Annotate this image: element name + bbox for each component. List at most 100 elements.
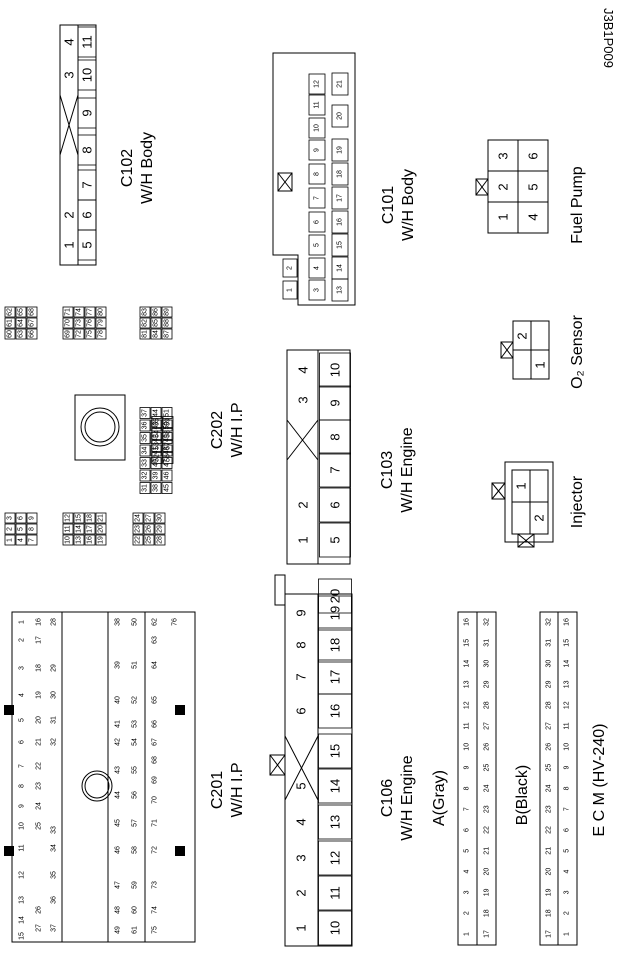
c202-pin: 83 xyxy=(139,306,151,318)
svg-text:7: 7 xyxy=(294,673,309,680)
svg-text:22: 22 xyxy=(546,826,553,834)
c202-pin: 40 xyxy=(150,457,162,469)
c202-pin: 53 xyxy=(151,440,163,452)
c201-pin: 10 xyxy=(19,822,26,830)
c201-pin: 60 xyxy=(132,906,139,914)
c201-pin: 39 xyxy=(115,661,122,669)
svg-text:52: 52 xyxy=(154,454,161,462)
svg-text:46: 46 xyxy=(164,472,171,480)
ecm-b-pin: 15 xyxy=(564,639,571,647)
c202-pin: 56 xyxy=(162,452,174,464)
svg-text:88: 88 xyxy=(164,319,171,327)
ecm-a-pin: 11 xyxy=(464,722,471,729)
svg-text:31: 31 xyxy=(484,639,491,647)
c106-pin: 3 xyxy=(294,854,309,861)
c106-pin: 5 xyxy=(294,782,309,789)
o2-sensor-pin: 2 xyxy=(515,332,530,339)
svg-text:25: 25 xyxy=(484,764,491,772)
svg-text:34: 34 xyxy=(51,844,58,852)
ecm-b-pin: 22 xyxy=(546,826,553,834)
c201-pin: 59 xyxy=(132,881,139,889)
svg-text:35: 35 xyxy=(51,871,58,879)
svg-text:82: 82 xyxy=(142,319,149,327)
ecm-b-pin: 11 xyxy=(564,722,571,729)
ecm-a-pin: 21 xyxy=(484,847,491,855)
svg-text:14: 14 xyxy=(76,525,83,533)
c201-pin: 52 xyxy=(132,696,139,704)
svg-text:9: 9 xyxy=(80,109,95,116)
svg-text:76: 76 xyxy=(172,618,179,626)
c102-pin: 6 xyxy=(77,199,97,231)
c202-pin: 33 xyxy=(139,457,151,469)
c201-pin: 19 xyxy=(36,691,43,699)
svg-text:27: 27 xyxy=(146,514,153,522)
svg-text:57: 57 xyxy=(132,819,139,827)
ecm-b-pin: 7 xyxy=(564,807,571,811)
svg-text:9: 9 xyxy=(19,804,26,808)
c202-pin: 13 xyxy=(73,534,85,546)
c202-pin: 74 xyxy=(73,306,85,318)
fuel-pump-pin: 5 xyxy=(526,183,541,190)
label-c103: C103 W/H Engine xyxy=(379,427,416,512)
c202-pin: 25 xyxy=(143,534,155,546)
c201-pin: 31 xyxy=(51,716,58,724)
ecm-b-pin: 32 xyxy=(546,618,553,626)
c201-pin: 53 xyxy=(132,720,139,728)
fuel-pump-pin: 6 xyxy=(526,152,541,159)
ecm-a-pin: 26 xyxy=(484,743,491,751)
svg-text:58: 58 xyxy=(132,846,139,854)
svg-text:4: 4 xyxy=(526,213,541,220)
svg-text:76: 76 xyxy=(87,319,94,327)
c202-pin: 9 xyxy=(26,512,38,524)
svg-text:53: 53 xyxy=(154,442,161,450)
svg-text:28: 28 xyxy=(51,618,58,626)
ecm-a-pin: 4 xyxy=(464,870,471,874)
c202-pin: 34 xyxy=(139,444,151,457)
ecm-a-pin: 10 xyxy=(464,743,471,751)
c201-pin: 57 xyxy=(132,819,139,827)
svg-text:28: 28 xyxy=(546,701,553,709)
svg-text:23: 23 xyxy=(546,805,553,813)
svg-text:9: 9 xyxy=(29,516,36,520)
svg-text:5: 5 xyxy=(314,243,321,247)
ecm-a-pin: 2 xyxy=(464,911,471,915)
c103-pin: 7 xyxy=(319,452,351,488)
svg-text:73: 73 xyxy=(76,319,83,327)
svg-text:31: 31 xyxy=(546,639,553,647)
svg-text:C202: C202 xyxy=(209,411,226,449)
ecm-b-pin: 13 xyxy=(564,680,571,688)
svg-text:64: 64 xyxy=(18,319,25,327)
c101-pin: 9 xyxy=(308,139,326,161)
c202-pin: 12 xyxy=(62,512,74,524)
c102-pin: 3 xyxy=(62,71,77,78)
c201-pin: 20 xyxy=(36,716,43,724)
svg-text:6: 6 xyxy=(328,501,343,508)
ecm-b-pin: 21 xyxy=(546,847,553,855)
ecm-a-pin: 31 xyxy=(484,639,491,647)
svg-text:4: 4 xyxy=(296,366,311,373)
svg-text:26: 26 xyxy=(546,743,553,751)
svg-text:21: 21 xyxy=(546,847,553,855)
ecm-b-pin: 25 xyxy=(546,764,553,772)
svg-text:56: 56 xyxy=(165,454,172,462)
c106-pin: 17 xyxy=(318,659,352,695)
svg-text:15: 15 xyxy=(76,514,83,522)
svg-text:30: 30 xyxy=(546,660,553,668)
c201-pin: 50 xyxy=(132,618,139,626)
ecm-b-pin: 30 xyxy=(546,660,553,668)
c201-pin: 30 xyxy=(51,691,58,699)
c101-pin: 15 xyxy=(331,233,349,257)
c106-pin: 11 xyxy=(318,875,352,911)
c202-pin: 80 xyxy=(95,306,107,318)
svg-text:6: 6 xyxy=(19,740,26,744)
c202-pin: 86 xyxy=(150,306,162,318)
svg-text:10: 10 xyxy=(19,822,26,830)
svg-text:5: 5 xyxy=(18,527,25,531)
svg-text:4: 4 xyxy=(18,538,25,542)
c106-pin: 14 xyxy=(318,768,352,804)
svg-text:5: 5 xyxy=(464,849,471,853)
figure-code: J3B1P009 xyxy=(601,8,616,68)
svg-text:2: 2 xyxy=(19,638,26,642)
svg-text:W/H Body: W/H Body xyxy=(139,132,156,204)
svg-text:2: 2 xyxy=(496,183,511,190)
